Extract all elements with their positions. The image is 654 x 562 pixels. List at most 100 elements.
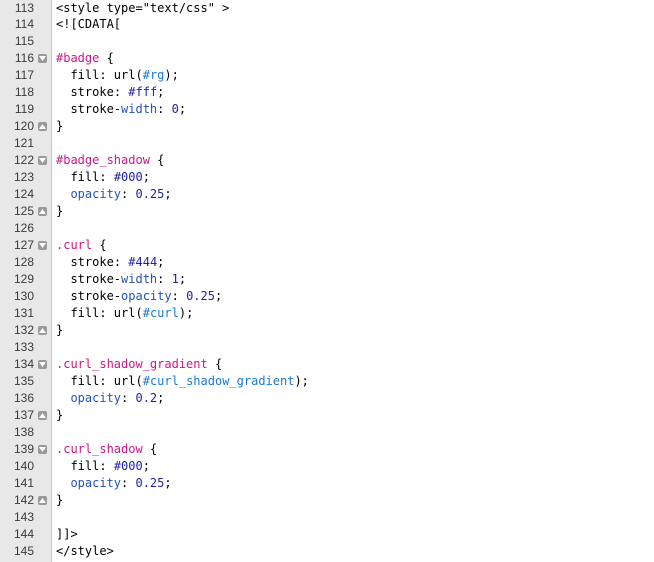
code-text[interactable]: stroke-width: 1; — [70, 272, 187, 286]
code-line: 127 .curl { — [0, 237, 654, 254]
code-text[interactable]: fill: url(#curl_shadow_gradient); — [70, 374, 309, 388]
code-text[interactable]: <style type="text/css" > — [56, 1, 230, 15]
code-text[interactable]: </style> — [56, 544, 114, 558]
code-text[interactable]: #badge_shadow { — [56, 153, 165, 167]
line-number: 137 — [13, 408, 34, 422]
code-text[interactable]: .curl_shadow { — [56, 442, 158, 456]
fold-collapse-icon[interactable] — [38, 445, 47, 454]
code-line: 144 ]]> — [0, 526, 654, 543]
line-number: 113 — [14, 1, 34, 15]
line-number: 128 — [13, 255, 34, 269]
code-text[interactable]: } — [56, 493, 64, 507]
line-number: 141 — [13, 476, 34, 490]
line-number: 132 — [13, 323, 34, 337]
line-number: 130 — [13, 289, 34, 303]
line-number: 123 — [13, 170, 34, 184]
code-line: 136 opacity: 0.2; — [0, 390, 654, 407]
code-line: 129 stroke-width: 1; — [0, 271, 654, 288]
line-number: 124 — [13, 187, 34, 201]
code-line: 133 — [0, 339, 654, 356]
line-number: 117 — [14, 68, 34, 82]
code-line: 123 fill: #000; — [0, 169, 654, 186]
line-number: 118 — [14, 85, 34, 99]
code-line: 113 <style type="text/css" > — [0, 0, 654, 16]
code-text[interactable]: <![CDATA[ — [56, 17, 122, 31]
fold-expand-icon[interactable] — [38, 411, 47, 420]
code-text[interactable]: #badge { — [56, 51, 114, 65]
code-text[interactable]: opacity: 0.2; — [70, 391, 165, 405]
code-line: 122 #badge_shadow { — [0, 152, 654, 169]
line-number: 120 — [13, 119, 34, 133]
code-line: 145 </style> — [0, 543, 654, 560]
line-number: 136 — [13, 391, 34, 405]
fold-expand-icon[interactable] — [38, 207, 47, 216]
line-number: 142 — [13, 493, 34, 507]
fold-expand-icon[interactable] — [38, 496, 47, 505]
line-number: 125 — [13, 204, 34, 218]
code-text[interactable]: stroke-opacity: 0.25; — [70, 289, 223, 303]
code-text[interactable]: fill: url(#rg); — [70, 68, 179, 82]
line-number: 138 — [13, 425, 34, 439]
line-number: 121 — [13, 136, 34, 150]
line-number: 127 — [13, 238, 34, 252]
line-number: 122 — [13, 153, 34, 167]
line-number: 134 — [13, 357, 34, 371]
code-line: 130 stroke-opacity: 0.25; — [0, 288, 654, 305]
line-number-gutter — [0, 0, 52, 562]
code-line: 115 — [0, 33, 654, 50]
code-text[interactable]: stroke: #fff; — [70, 85, 165, 99]
code-line: 131 fill: url(#curl); — [0, 305, 654, 322]
code-line: 138 — [0, 424, 654, 441]
code-text[interactable]: fill: #000; — [70, 170, 150, 184]
code-text[interactable]: stroke: #444; — [70, 255, 165, 269]
code-line: 117 fill: url(#rg); — [0, 67, 654, 84]
code-line: 118 stroke: #fff; — [0, 84, 654, 101]
code-text[interactable]: } — [56, 408, 64, 422]
line-number: 114 — [14, 17, 34, 31]
code-line: 120} — [0, 118, 654, 135]
line-number: 143 — [13, 510, 34, 524]
code-text[interactable]: opacity: 0.25; — [70, 187, 172, 201]
code-text[interactable]: .curl_shadow_gradient { — [56, 357, 223, 371]
code-text[interactable]: } — [56, 204, 64, 218]
fold-collapse-icon[interactable] — [38, 241, 47, 250]
code-line: 128 stroke: #444; — [0, 254, 654, 271]
code-line: 139.curl_shadow { — [0, 441, 654, 458]
code-text[interactable]: fill: url(#curl); — [70, 306, 194, 320]
code-text[interactable]: .curl { — [56, 238, 107, 252]
line-number: 115 — [14, 34, 34, 48]
fold-collapse-icon[interactable] — [38, 156, 47, 165]
line-number: 131 — [13, 306, 34, 320]
code-line: 140 fill: #000; — [0, 458, 654, 475]
code-line: 135 fill: url(#curl_shadow_gradient); — [0, 373, 654, 390]
fold-collapse-icon[interactable] — [38, 360, 47, 369]
code-line: 142} — [0, 492, 654, 509]
line-number: 140 — [13, 459, 34, 473]
fold-collapse-icon[interactable] — [38, 54, 47, 63]
code-line: 137} — [0, 407, 654, 424]
line-number: 135 — [13, 374, 34, 388]
fold-expand-icon[interactable] — [38, 122, 47, 131]
code-text[interactable]: fill: #000; — [70, 459, 150, 473]
code-line: 119 stroke-width: 0; — [0, 101, 654, 118]
line-number: 126 — [13, 221, 34, 235]
code-line: 134 .curl_shadow_gradient { — [0, 356, 654, 373]
code-line: 116#badge { — [0, 50, 654, 67]
code-line: 114 <![CDATA[ — [0, 16, 654, 33]
code-text[interactable]: } — [56, 323, 64, 337]
line-number: 133 — [13, 340, 34, 354]
line-number: 144 — [13, 527, 34, 541]
code-text[interactable]: stroke-width: 0; — [70, 102, 187, 116]
code-text[interactable]: ]]> — [56, 527, 78, 541]
line-number: 145 — [13, 544, 34, 558]
code-text[interactable]: } — [56, 119, 64, 133]
code-text[interactable]: opacity: 0.25; — [70, 476, 172, 490]
code-line: 132} — [0, 322, 654, 339]
code-line: 143 — [0, 509, 654, 526]
fold-expand-icon[interactable] — [38, 326, 47, 335]
code-line: 126 — [0, 220, 654, 237]
code-line: 121 — [0, 135, 654, 152]
code-line: 124 opacity: 0.25; — [0, 186, 654, 203]
